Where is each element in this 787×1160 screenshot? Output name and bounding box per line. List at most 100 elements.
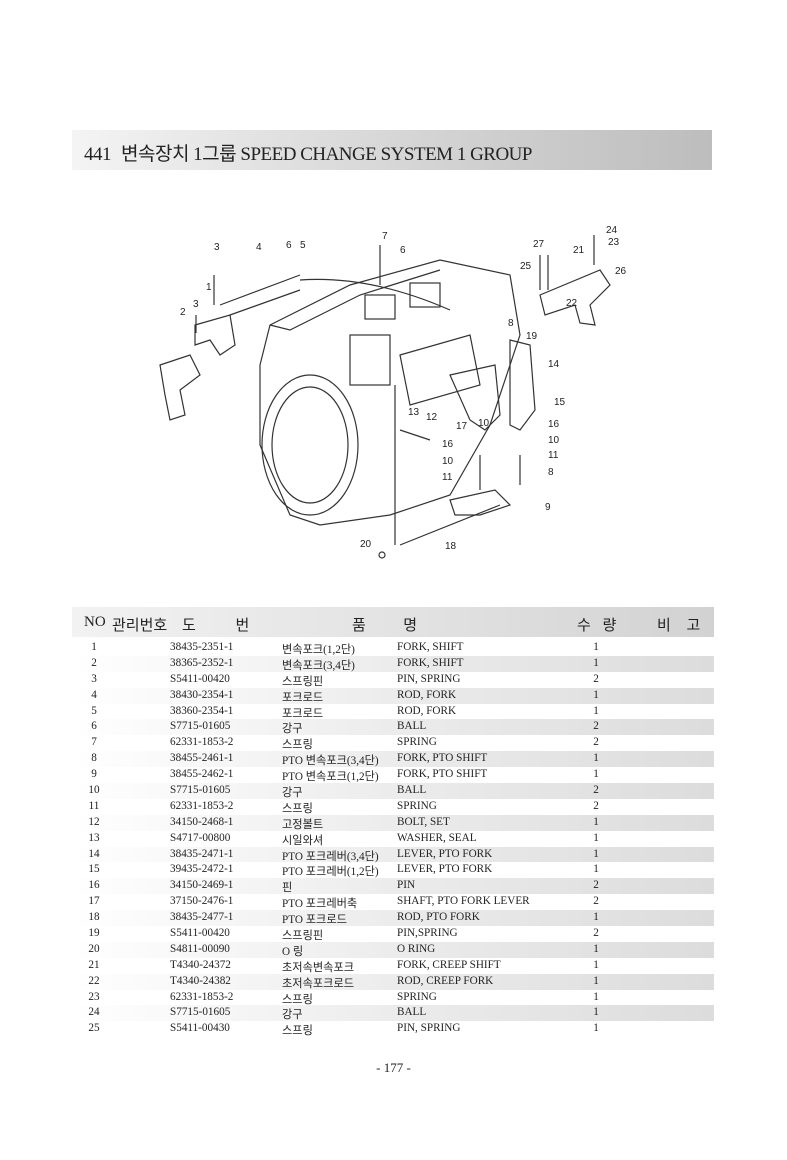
cell-english-name: FORK, PTO SHIFT xyxy=(397,752,488,765)
col-no: NO xyxy=(84,614,106,630)
cell-quantity: 2 xyxy=(593,720,599,733)
cell-korean-name: PTO 변속포크(1,2단) xyxy=(282,771,379,784)
cell-english-name: ROD, FORK xyxy=(397,688,457,701)
cell-quantity: 1 xyxy=(593,974,599,987)
cell-drawing-number: 34150-2468-1 xyxy=(170,815,234,828)
cell-quantity: 1 xyxy=(593,911,599,924)
cell-no: 9 xyxy=(91,768,97,781)
cell-quantity: 1 xyxy=(593,688,599,701)
cell-no: 17 xyxy=(88,895,100,908)
cell-english-name: BOLT, SET xyxy=(397,815,450,828)
cell-quantity: 1 xyxy=(593,1006,599,1019)
cell-no: 20 xyxy=(88,942,100,955)
cell-english-name: ROD, CREEP FORK xyxy=(397,974,494,987)
cell-quantity: 1 xyxy=(593,815,599,828)
callout-9: 9 xyxy=(545,502,551,513)
cell-drawing-number: S5411-00420 xyxy=(170,927,230,940)
cell-no: 4 xyxy=(91,688,97,701)
cell-drawing-number: T4340-24372 xyxy=(170,958,231,971)
cell-no: 24 xyxy=(88,1006,100,1019)
callout-14: 14 xyxy=(548,359,560,370)
callout-6: 6 xyxy=(286,240,292,251)
callout-17: 17 xyxy=(456,421,468,432)
cell-english-name: BALL xyxy=(397,720,427,733)
cell-drawing-number: 38430-2354-1 xyxy=(170,688,234,701)
cell-korean-name: 핀 xyxy=(282,882,293,895)
callout-23: 23 xyxy=(608,237,620,248)
cell-english-name: PIN, SPRING xyxy=(397,1022,461,1035)
cell-drawing-number: S7715-01605 xyxy=(170,720,231,733)
callout-5: 5 xyxy=(300,240,306,251)
cell-no: 16 xyxy=(88,879,100,892)
cell-drawing-number: 38455-2461-1 xyxy=(170,752,234,765)
cell-drawing-number: 62331-1853-2 xyxy=(170,799,234,812)
cell-korean-name: PTO 포크레버(3,4단) xyxy=(282,850,379,863)
cell-quantity: 1 xyxy=(593,752,599,765)
section-title: 변속장치 1그룹 SPEED CHANGE SYSTEM 1 GROUP xyxy=(121,144,532,165)
callout-25: 25 xyxy=(520,261,532,272)
cell-english-name: BALL xyxy=(397,784,427,797)
cell-quantity: 1 xyxy=(593,990,599,1003)
cell-no: 11 xyxy=(88,799,100,812)
cell-korean-name: 스프링 xyxy=(282,993,313,1006)
cell-drawing-number: 34150-2469-1 xyxy=(170,879,234,892)
cell-quantity: 2 xyxy=(593,799,599,812)
cell-drawing-number: 62331-1853-2 xyxy=(170,990,234,1003)
cell-no: 22 xyxy=(88,974,100,987)
housing-window xyxy=(349,334,391,386)
cell-english-name: SHAFT, PTO FORK LEVER xyxy=(397,895,530,908)
housing-outline xyxy=(259,259,521,526)
callout-4: 4 xyxy=(256,242,262,253)
cell-english-name: SPRING xyxy=(397,799,437,812)
housing-edge xyxy=(269,269,441,331)
cell-english-name: BALL xyxy=(397,1006,427,1019)
cell-quantity: 1 xyxy=(593,942,599,955)
callout-10c: 10 xyxy=(442,456,454,467)
col-drawing-number: 도 번 xyxy=(182,618,268,634)
callout-11: 11 xyxy=(548,450,559,461)
callout-20: 20 xyxy=(360,539,372,550)
cell-quantity: 1 xyxy=(593,656,599,669)
cell-quantity: 1 xyxy=(593,704,599,717)
callout-7: 7 xyxy=(382,231,388,242)
cell-korean-name: PTO 변속포크(3,4단) xyxy=(282,755,379,768)
cell-korean-name: O 링 xyxy=(282,945,304,958)
housing-port-a xyxy=(364,294,396,320)
cell-korean-name: 스프링핀 xyxy=(282,930,324,943)
pto-fork-lever-15 xyxy=(509,339,536,431)
callout-3: 3 xyxy=(214,242,220,253)
cell-english-name: O RING xyxy=(397,942,436,955)
callout-27: 27 xyxy=(533,239,545,250)
cell-drawing-number: S7715-01605 xyxy=(170,1006,231,1019)
callout-13: 13 xyxy=(408,407,420,418)
housing-bore-inner xyxy=(271,386,349,504)
cell-korean-name: 초저속변속포크 xyxy=(282,961,355,974)
cell-english-name: FORK, SHIFT xyxy=(397,641,464,653)
cell-korean-name: PTO 포크로드 xyxy=(282,914,347,927)
col-quantity: 수 량 xyxy=(577,618,621,634)
cell-drawing-number: 38365-2352-1 xyxy=(170,656,234,669)
cell-drawing-number: 38435-2477-1 xyxy=(170,911,234,924)
cell-korean-name: 변속포크(1,2단) xyxy=(282,644,355,656)
exploded-parts-diagram: 3 4 6 5 1 2 3 7 6 27 25 21 24 23 26 22 1… xyxy=(159,225,627,559)
callout-26: 26 xyxy=(615,266,627,277)
col-part-name: 품 명 xyxy=(352,618,418,634)
housing-bore xyxy=(261,374,359,516)
cell-korean-name: 스프링 xyxy=(282,1025,313,1038)
cell-no: 21 xyxy=(88,958,100,971)
